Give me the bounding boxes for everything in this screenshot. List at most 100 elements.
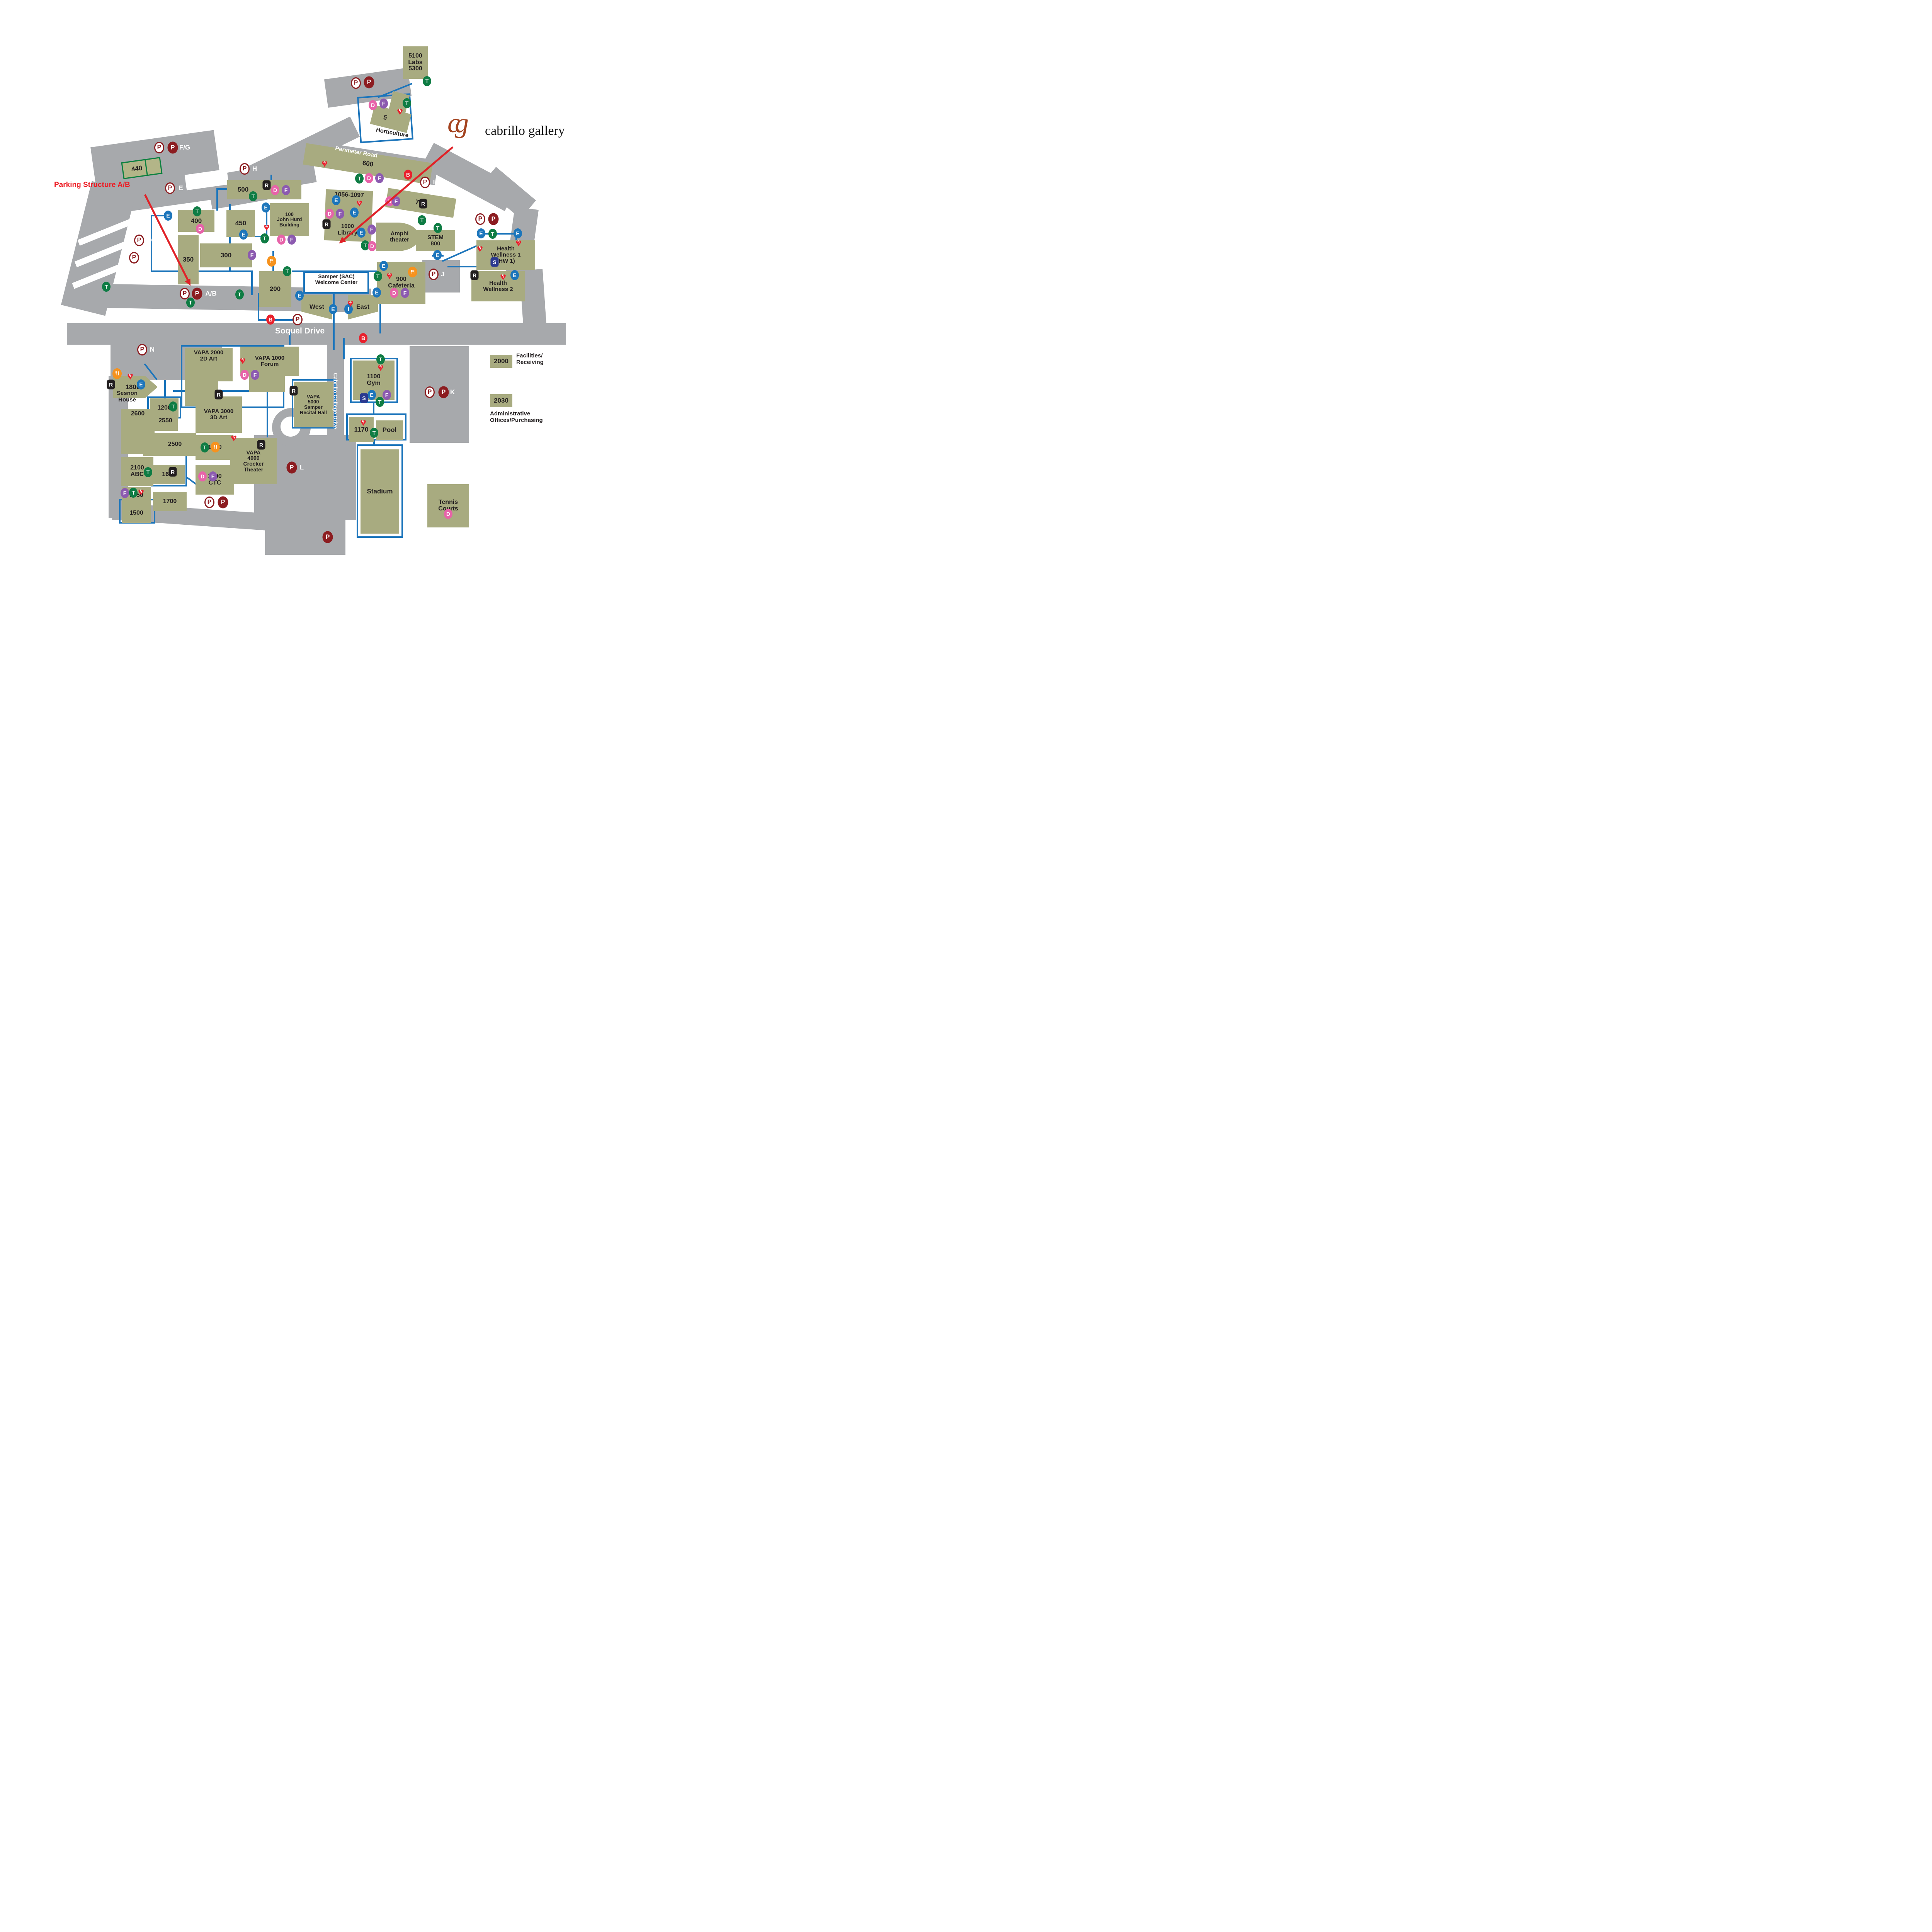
marker-T: T — [418, 215, 426, 225]
parking-structure-marker: P — [218, 496, 228, 509]
parking-lot-letter: D — [147, 236, 152, 244]
legend-swatch-2000: 2000 — [490, 355, 512, 368]
marker-E: E — [350, 207, 359, 218]
aed-heart-icon: ♥ϟ — [515, 237, 522, 249]
parking-structure-marker: P — [438, 386, 449, 398]
marker-E: E — [295, 291, 304, 301]
marker-T: T — [169, 401, 177, 412]
marker-D: D — [390, 288, 398, 298]
marker-F: F — [392, 196, 400, 206]
lbl-samper-welcome-center: Samper (SAC) Welcome Center — [315, 273, 358, 286]
bldg-300: 300 — [200, 243, 252, 267]
parking-lot-letter: M — [230, 498, 236, 506]
lightning-bolt-icon: ϟ — [358, 199, 361, 205]
building-label: 2600 — [131, 410, 145, 417]
building-label: 400 — [190, 217, 202, 224]
marker-T: T — [193, 206, 201, 216]
bldg-2500: 2500 — [143, 433, 196, 456]
walkway-outline — [350, 358, 398, 403]
marker-T: T — [355, 173, 364, 184]
building-label: 2500 — [168, 440, 182, 447]
aed-heart-icon: ♥ϟ — [500, 271, 507, 283]
building-label: Stadium — [367, 488, 393, 495]
food-service-icon — [408, 267, 417, 277]
walkway-path — [185, 436, 187, 485]
legend-label-2000: Facilities/ Receiving — [516, 352, 544, 366]
walkway-path — [151, 485, 187, 486]
bldg-1700: 1700 — [153, 492, 187, 511]
building-label: 500 — [237, 186, 249, 194]
parking-lot-letter: F/G — [179, 144, 190, 151]
building-label: 1170 — [354, 426, 369, 434]
building-label: Amphi theater — [389, 230, 410, 243]
building-label: VAPA 3000 3D Art — [204, 408, 234, 421]
building-label: 1700 — [163, 498, 177, 505]
walkway-path — [258, 293, 259, 321]
walkway-path — [373, 440, 375, 446]
parking-structure-marker: P — [488, 213, 499, 225]
marker-F: F — [248, 250, 256, 260]
parking-structure-marker: P — [167, 141, 178, 154]
bldg-5100-labs-5300: 5100 Labs 5300 — [403, 46, 428, 79]
aed-heart-icon: ♥ϟ — [138, 486, 145, 498]
marker-F: F — [121, 488, 129, 498]
marker-T: T — [235, 289, 244, 299]
parking-marker: P — [240, 163, 250, 175]
building-label: 1500 — [129, 509, 143, 516]
walkway-path — [266, 212, 267, 236]
marker-D: D — [368, 241, 376, 251]
bldg-vapa-3000: VAPA 3000 3D Art — [196, 396, 242, 433]
parking-marker: P — [154, 142, 164, 153]
parking-lot-letter: P — [502, 215, 506, 223]
walkway-outline — [357, 444, 403, 538]
marker-E: E — [477, 228, 485, 238]
marker-T: T — [488, 229, 497, 239]
aed-heart-icon: ♥ϟ — [321, 158, 328, 170]
lbl-cabrillo-college-drive: Cabrillo College Drive — [332, 372, 339, 429]
lightning-bolt-icon: ϟ — [129, 372, 132, 378]
lbl-soquel-drive: Soquel Drive — [275, 327, 325, 335]
bldg-1170: 1170 — [349, 417, 374, 442]
parking-marker: P — [134, 235, 144, 246]
walkway-path — [151, 215, 152, 272]
lightning-bolt-icon: ϟ — [265, 224, 268, 230]
lightning-bolt-icon: ϟ — [478, 245, 481, 251]
walkway-path — [251, 270, 253, 295]
walkway-path — [483, 233, 517, 235]
road-segment — [265, 516, 345, 555]
marker-D: D — [271, 185, 279, 195]
bldg-stem-800: STEM 800 — [416, 230, 455, 251]
building-label: 440 — [131, 164, 143, 173]
marker-E: E — [239, 230, 248, 240]
walkway-path — [216, 188, 218, 211]
aed-heart-icon: ♥ϟ — [396, 105, 403, 117]
parking-structure-marker: P — [322, 531, 333, 543]
parking-lot-letter: N — [150, 346, 155, 353]
legend-label-2030: Administrative Offices/Purchasing — [490, 410, 543, 424]
walkway-path — [379, 292, 381, 333]
lightning-bolt-icon: ϟ — [349, 300, 352, 306]
marker-R: R — [419, 199, 427, 209]
marker-E: E — [367, 390, 376, 400]
lightning-bolt-icon: ϟ — [398, 108, 401, 114]
gallery-monogram-icon: cg — [447, 107, 469, 138]
aed-heart-icon: ♥ϟ — [386, 270, 393, 282]
marker-F: F — [209, 471, 217, 481]
parking-lot-letter: K — [450, 388, 455, 396]
lightning-bolt-icon: ϟ — [379, 364, 382, 370]
lightning-bolt-icon: ϟ — [388, 272, 391, 278]
marker-S: S — [360, 393, 368, 403]
marker-F: F — [367, 224, 376, 235]
building-label: Tennis Courts — [438, 499, 458, 512]
parking-lot-letter: R — [334, 533, 340, 541]
marker-E: E — [262, 202, 270, 213]
marker-E: E — [433, 250, 442, 260]
bldg-stadium: Stadium — [361, 449, 399, 534]
bldg-200: 200 — [259, 271, 291, 307]
marker-E: E — [514, 228, 522, 238]
marker-T: T — [374, 271, 382, 281]
parking-lot-letter: E — [179, 184, 183, 192]
bldg-tennis-courts: Tennis Courts — [427, 484, 469, 527]
walkway-path — [343, 338, 345, 359]
marker-T: T — [423, 76, 431, 86]
